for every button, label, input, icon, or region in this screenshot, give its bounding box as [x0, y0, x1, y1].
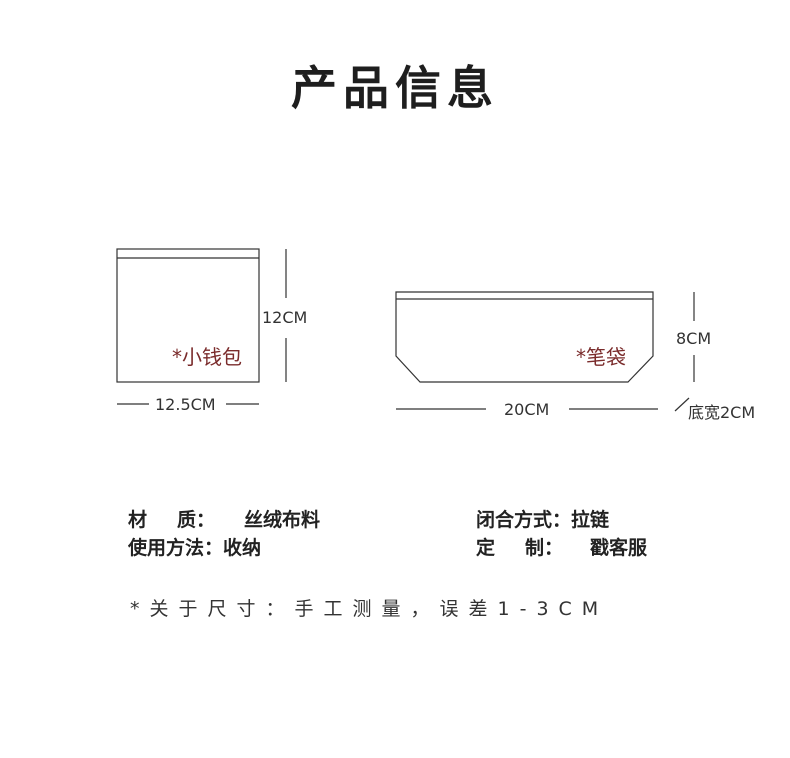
coin-purse-outline	[116, 248, 260, 383]
pencil-case-bottom-width-label: 底宽2CM	[688, 403, 756, 422]
spec-custom-value: 戳客服	[590, 537, 648, 559]
coin-purse-height-label: 12CM	[262, 308, 308, 327]
spec-usage-key: 使用方法：	[128, 537, 224, 559]
size-note: *关于尺寸：手工测量，误差1-3CM	[130, 598, 609, 620]
spec-usage-value: 收纳	[223, 537, 262, 559]
pencil-case-outline	[395, 291, 654, 383]
pencil-case-bottom-width-line	[674, 397, 690, 412]
coin-purse-label: *小钱包	[172, 345, 242, 369]
pencil-case-height-label: 8CM	[676, 329, 712, 348]
spec-custom-key: 定制：	[476, 537, 564, 559]
pencil-case-label: *笔袋	[576, 345, 626, 369]
spec-custom: 定制： 戳客服	[476, 533, 647, 560]
coin-purse-width-label: 12.5CM	[155, 395, 216, 414]
spec-material-key: 材质：	[128, 509, 216, 531]
spec-usage: 使用方法：收纳	[128, 533, 261, 560]
spec-closure: 闭合方式：拉链	[476, 505, 609, 532]
pencil-case-width-label: 20CM	[504, 400, 550, 419]
spec-material-value: 丝绒布料	[244, 509, 321, 531]
spec-closure-key: 闭合方式：	[476, 509, 572, 531]
spec-material: 材质： 丝绒布料	[128, 505, 320, 532]
spec-closure-value: 拉链	[571, 509, 610, 531]
page-title: 产品信息	[291, 61, 499, 115]
